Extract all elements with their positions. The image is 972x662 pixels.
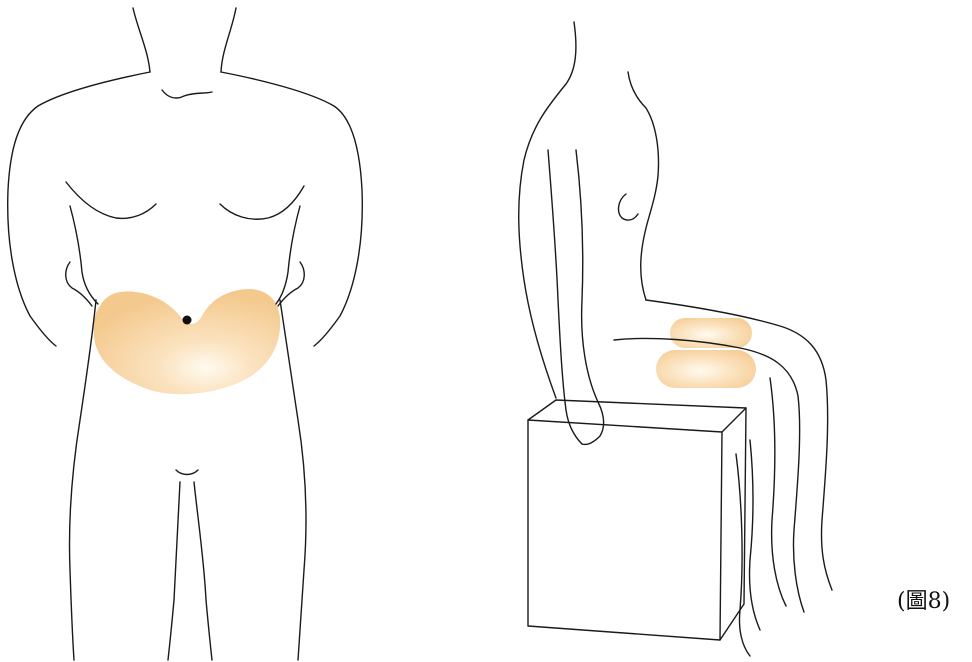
- seat-box-front-face: [528, 420, 722, 640]
- side-view-figure: [519, 22, 832, 656]
- neck-left-line: [133, 8, 150, 72]
- arm-back-outline: [548, 150, 582, 444]
- right-hand-outline: [278, 262, 304, 306]
- calf-back-line: [770, 378, 786, 606]
- calf-front-line: [749, 440, 760, 630]
- abdomen-injection-area: [94, 289, 281, 394]
- front-view-figure: [8, 8, 363, 660]
- collar-notch-line: [162, 90, 212, 98]
- groin-crease-line: [176, 470, 198, 475]
- inner-thigh-left: [168, 482, 180, 660]
- chest-nipple-curve: [619, 194, 638, 220]
- right-hip-leg-outline: [280, 300, 306, 660]
- left-hand-outline: [66, 262, 92, 306]
- thigh-injection-area-lower: [656, 350, 756, 388]
- front-neck-chest-outline: [628, 72, 659, 300]
- navel-marker: [183, 316, 192, 325]
- figure-label: (圖8): [897, 583, 950, 615]
- back-outline: [519, 22, 576, 398]
- neck-right-line: [221, 8, 236, 72]
- inner-thigh-right: [194, 482, 212, 660]
- chest-left-line: [66, 182, 156, 218]
- foot-line: [736, 454, 750, 656]
- left-hip-leg-outline: [69, 300, 96, 660]
- chest-right-line: [220, 186, 304, 219]
